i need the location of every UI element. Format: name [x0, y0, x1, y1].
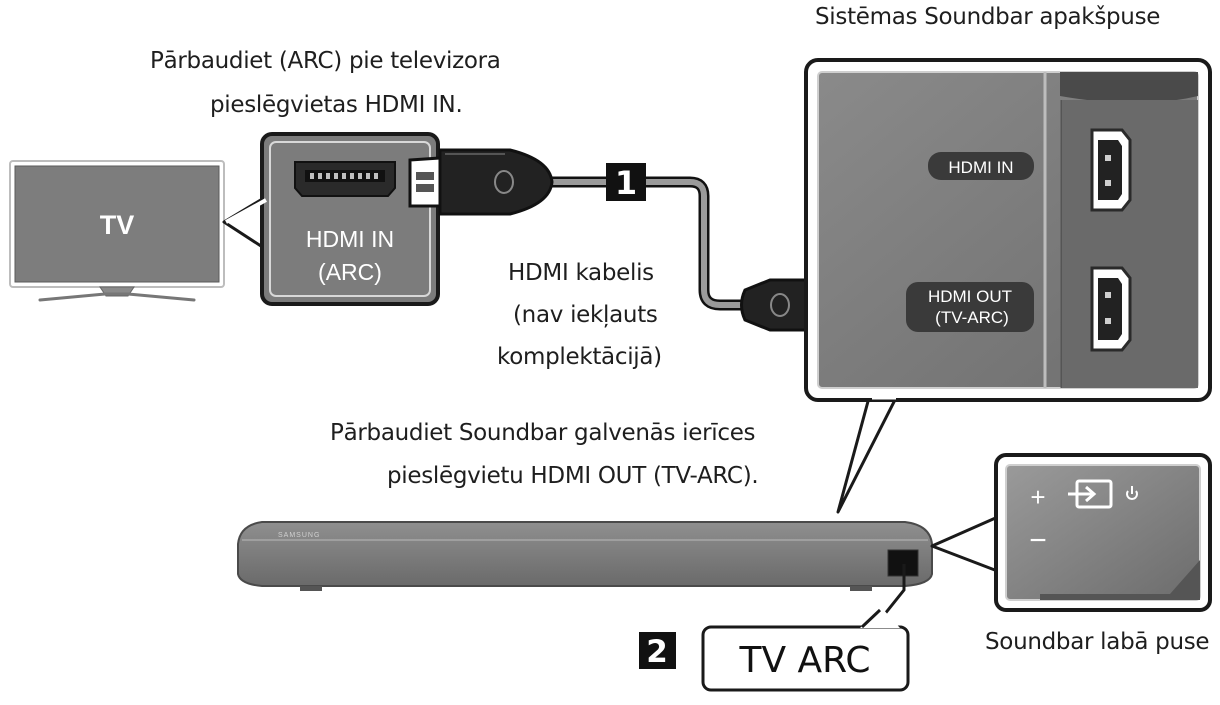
cable-caption-line3: komplektācijā)	[497, 344, 662, 370]
tv-check-caption-line1: Pārbaudiet (ARC) pie televizora	[150, 48, 501, 74]
volume-down-button[interactable]: −	[1029, 524, 1047, 557]
soundbar-right-side-callout: + −	[930, 453, 1212, 612]
input-source-icon[interactable]	[1068, 479, 1113, 509]
cable-caption-line2: (nav iekļauts	[513, 302, 658, 328]
step-2-number: 2	[646, 634, 668, 670]
step-2-badge	[639, 632, 676, 669]
hdmi-in-tag	[928, 152, 1034, 180]
brand-logo: SAMSUNG	[278, 532, 320, 539]
panel-hdmi-out-label: HDMI OUT	[928, 287, 1012, 306]
tv-port-label: HDMI IN	[306, 226, 394, 252]
step-1-number: 1	[615, 164, 637, 202]
tv-check-caption-line2: pieslēgvietas HDMI IN.	[210, 92, 463, 118]
cable-caption-line1: HDMI kabelis	[508, 260, 654, 286]
panel-hdmi-in-label: HDMI IN	[948, 158, 1013, 177]
tv-port-callout: HDMI IN (ARC)	[222, 132, 440, 306]
hdmi-out-socket	[1090, 266, 1132, 352]
panel-hdmi-out-arc-label: (TV-ARC)	[935, 308, 1009, 327]
tv-arc-label: TV ARC	[738, 640, 870, 681]
tv-port-arc-label: (ARC)	[318, 259, 382, 285]
soundbar-bottom-panel: HDMI IN HDMI OUT (TV-ARC)	[804, 58, 1212, 514]
hdmi-in-socket	[1090, 128, 1132, 212]
tv-arc-box	[701, 625, 910, 692]
tv-label: TV	[100, 210, 135, 240]
soundbar-illustration: SAMSUNG	[237, 521, 933, 628]
hdmi-port-icon	[294, 161, 396, 197]
tv-illustration: TV	[9, 160, 225, 302]
right-side-title: Soundbar labā puse	[985, 629, 1210, 655]
step-1-badge	[606, 163, 646, 201]
bottom-side-title: Sistēmas Soundbar apakšpuse	[815, 4, 1161, 30]
power-icon[interactable]	[1126, 486, 1138, 500]
volume-up-button[interactable]: +	[1030, 482, 1045, 512]
soundbar-check-caption-line1: Pārbaudiet Soundbar galvenās ierīces	[330, 420, 756, 446]
soundbar-check-caption-line2: pieslēgvietu HDMI OUT (TV-ARC).	[387, 463, 759, 489]
hdmi-plug-left	[408, 148, 554, 216]
hdmi-out-tag	[906, 282, 1034, 332]
